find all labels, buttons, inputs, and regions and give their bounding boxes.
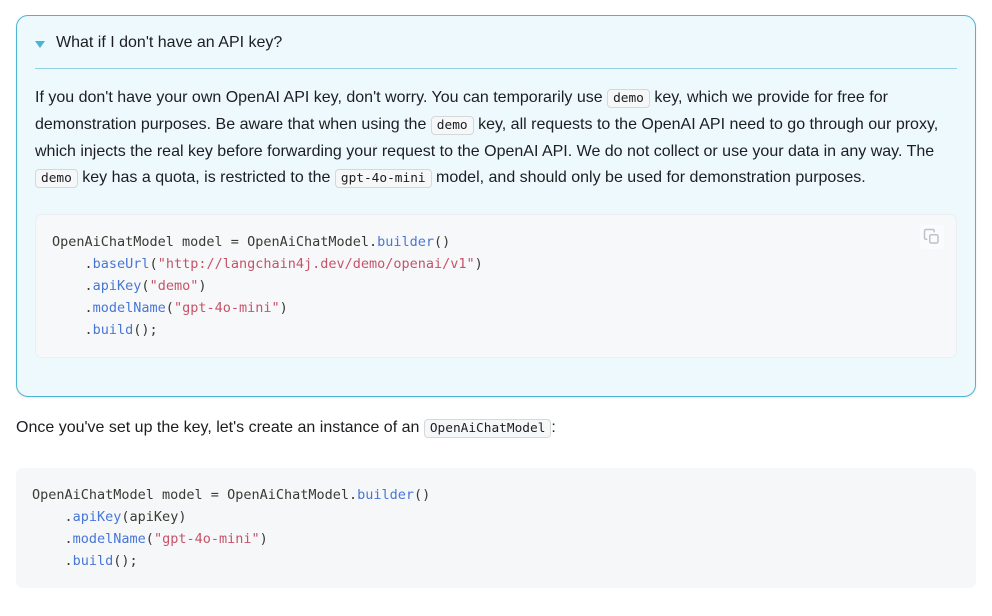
caret-down-icon (35, 40, 45, 48)
paragraph-text: model, and should only be used for demon… (431, 169, 866, 186)
code-content: OpenAiChatModel model = OpenAiChatModel.… (32, 487, 431, 569)
callout-paragraph: If you don't have your own OpenAI API ke… (35, 85, 957, 192)
inline-code-gpt-4o-mini: gpt-4o-mini (334, 169, 432, 188)
code-block-demo-builder: OpenAiChatModel model = OpenAiChatModel.… (35, 214, 957, 358)
paragraph-text: key, all requests to the OpenAI API need… (35, 116, 939, 160)
callout-summary[interactable]: What if I don't have an API key? (35, 32, 957, 54)
paragraph-text: : (551, 419, 556, 436)
summary-divider (35, 68, 957, 69)
outro-paragraph: Once you've set up the key, let's create… (16, 416, 976, 441)
code-content: OpenAiChatModel model = OpenAiChatModel.… (52, 234, 483, 338)
inline-code-openaichatmodel: OpenAiChatModel (423, 419, 552, 438)
paragraph-text: Once you've set up the key, let's create… (16, 419, 424, 436)
copy-icon (923, 228, 939, 244)
callout-summary-text: What if I don't have an API key? (56, 34, 283, 51)
collapsible-callout: What if I don't have an API key? If you … (16, 15, 976, 397)
copy-button[interactable] (920, 225, 944, 249)
inline-code-demo: demo (607, 89, 650, 108)
paragraph-text: key has a quota, is restricted to the (77, 169, 335, 186)
paragraph-text: If you don't have your own OpenAI API ke… (35, 89, 608, 106)
code-block-apikey-builder: OpenAiChatModel model = OpenAiChatModel.… (16, 468, 976, 588)
paragraph-text: key, which we provide for free for demon… (35, 89, 888, 133)
inline-code-demo: demo (35, 169, 78, 188)
inline-code-demo: demo (430, 116, 474, 135)
